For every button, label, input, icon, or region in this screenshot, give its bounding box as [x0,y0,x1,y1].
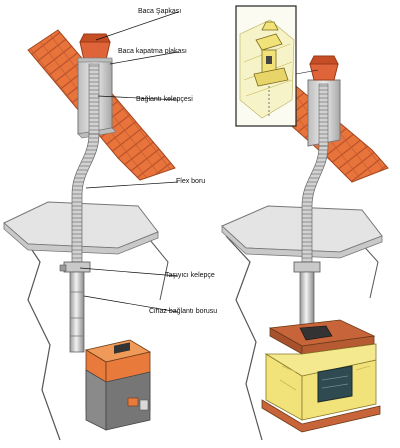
right-chimney-cap [309,63,339,81]
right-wall-outline [225,235,263,441]
right-fireplace [261,319,381,433]
label-connection-clamp: Bağlantı kelepçesi [136,96,193,103]
label-flex-pipe: Flex boru [176,178,206,185]
left-support-clamp [63,261,91,273]
label-closing-plate: Baca kapatma plakası [118,48,187,55]
label-cap: Baca Şapkası [138,8,182,15]
left-appliance-pipe [69,271,85,353]
left-flex-in-stack [88,63,100,135]
left-wall-outline [19,231,61,441]
inset-detail [235,5,297,127]
right-assembly [221,5,389,441]
label-support-clamp: Taşıyıcı kelepçe [165,272,215,279]
left-assembly [3,29,176,441]
label-appliance-pipe: Cihaz bağlantı borusu [149,308,218,315]
right-appliance-pipe [299,271,315,329]
leader-lines [79,11,179,313]
left-chimney-cap [79,41,111,61]
right-support-clamp [293,261,321,273]
left-boiler [84,339,152,431]
